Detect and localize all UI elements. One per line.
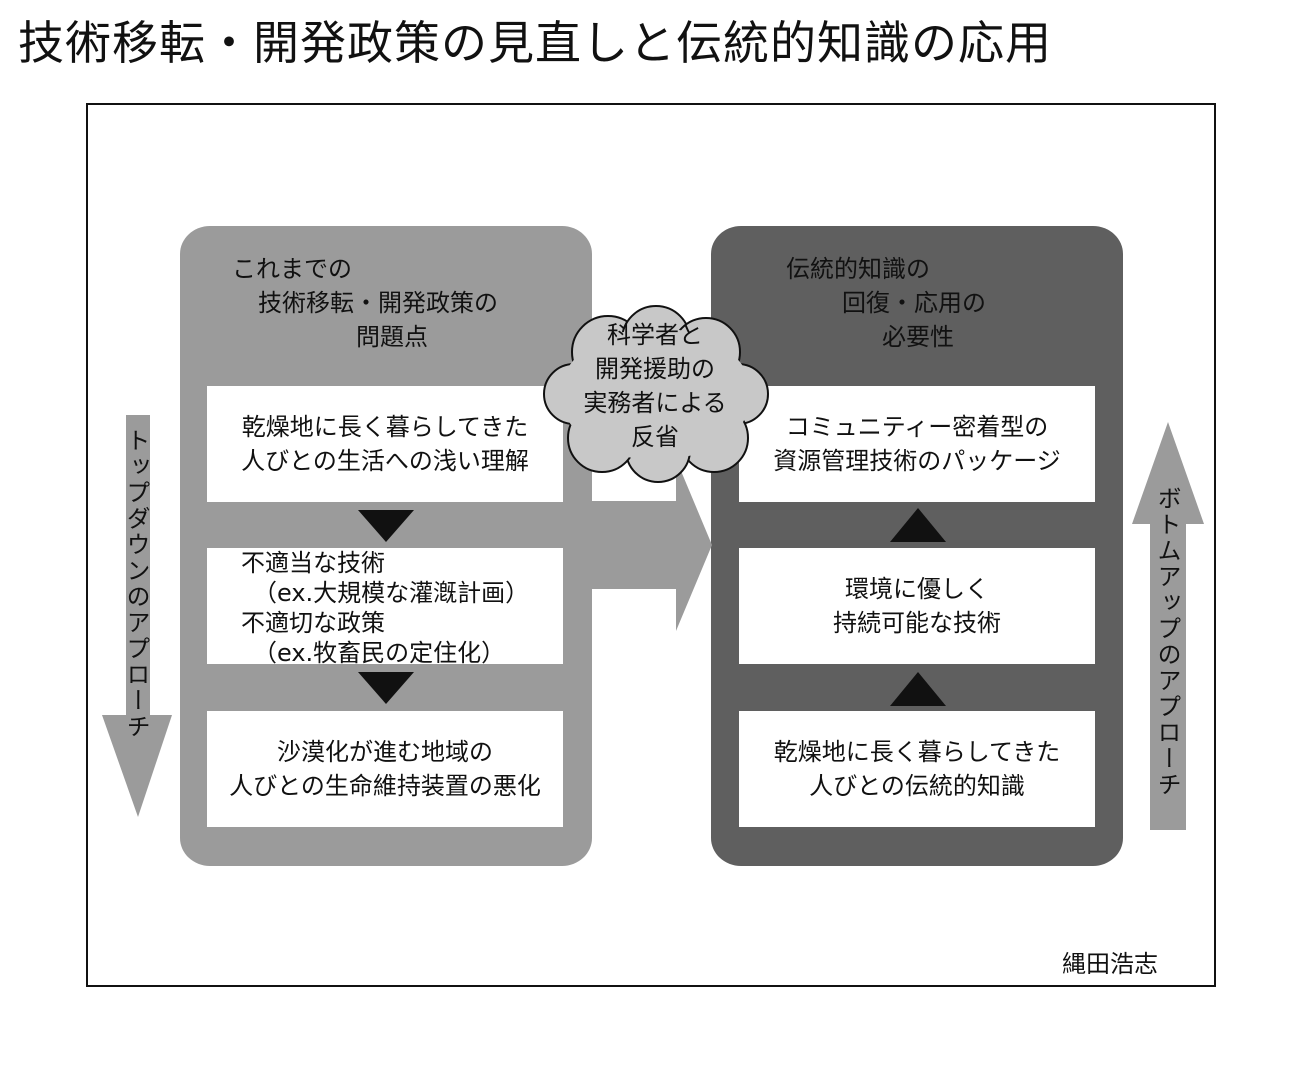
diagram-frame [86,103,1216,987]
box-line: （ex.大規模な灌漑計画） [253,579,530,607]
box-line: 沙漠化が進む地域の [276,738,493,766]
cloud-line: 反省 [631,423,679,451]
up-triangle-icon [890,672,946,706]
cloud-line: 科学者と [607,321,703,349]
cloud-line: 実務者による [583,389,727,417]
page-title: 技術移転・開発政策の見直しと伝統的知識の応用 [18,16,1052,70]
top-down-label: トップダウンのアプローチ [122,428,150,740]
box-line: （ex.牧畜民の定住化） [253,639,506,667]
bottom-up-arrow [1132,422,1204,830]
top-down-arrow [102,415,172,817]
left-heading-line-3: 問題点 [356,323,428,351]
right-box-sustainable-tech: 環境に優しく 持続可能な技術 [739,548,1095,664]
box-line: 人びとの生命維持装置の悪化 [229,772,541,800]
left-box-shallow-understanding: 乾燥地に長く暮らしてきた 人びとの生活への浅い理解 [207,386,563,502]
right-heading-line-3: 必要性 [882,323,954,351]
down-triangle-icon [358,510,414,542]
box-line: 持続可能な技術 [833,609,1001,637]
box-line: 乾燥地に長く暮らしてきた [241,413,529,441]
right-box-community-package: コミュニティー密着型の 資源管理技術のパッケージ [739,386,1095,502]
right-box-traditional-knowledge: 乾燥地に長く暮らしてきた 人びとの伝統的知識 [739,711,1095,827]
box-line: 乾燥地に長く暮らしてきた [773,738,1061,766]
left-heading-line-1: これまでの [232,255,352,283]
bottom-up-label: ボトムアップのアプローチ [1153,486,1181,798]
left-box-desertification: 沙漠化が進む地域の 人びとの生命維持装置の悪化 [207,711,563,827]
box-line: 人びとの伝統的知識 [809,772,1025,800]
left-column-heading: これまでの 技術移転・開発政策の 問題点 [232,252,572,362]
down-triangle-icon [358,672,414,704]
cloud-text: 科学者と 開発援助の 実務者による 反省 [560,318,750,454]
box-line: 不適切な政策 [241,609,385,637]
box-line: 環境に優しく [845,575,989,603]
right-heading-line-1: 伝統的知識の [786,255,930,283]
box-line: 資源管理技術のパッケージ [773,447,1061,475]
right-column-heading: 伝統的知識の 回復・応用の 必要性 [786,252,1086,362]
cloud-line: 開発援助の [595,355,715,383]
transition-arrow [592,459,712,631]
author-credit: 縄田浩志 [1062,950,1158,978]
box-line: 人びとの生活への浅い理解 [241,447,529,475]
up-triangle-icon [890,508,946,542]
left-heading-line-2: 技術移転・開発政策の [258,289,498,317]
right-heading-line-2: 回復・応用の [842,289,986,317]
box-line: コミュニティー密着型の [785,413,1049,441]
reflection-cloud [543,305,769,483]
box-line: 不適当な技術 [241,549,385,577]
left-box-inappropriate-policy: 不適当な技術 （ex.大規模な灌漑計画） 不適切な政策 （ex.牧畜民の定住化） [207,548,563,667]
